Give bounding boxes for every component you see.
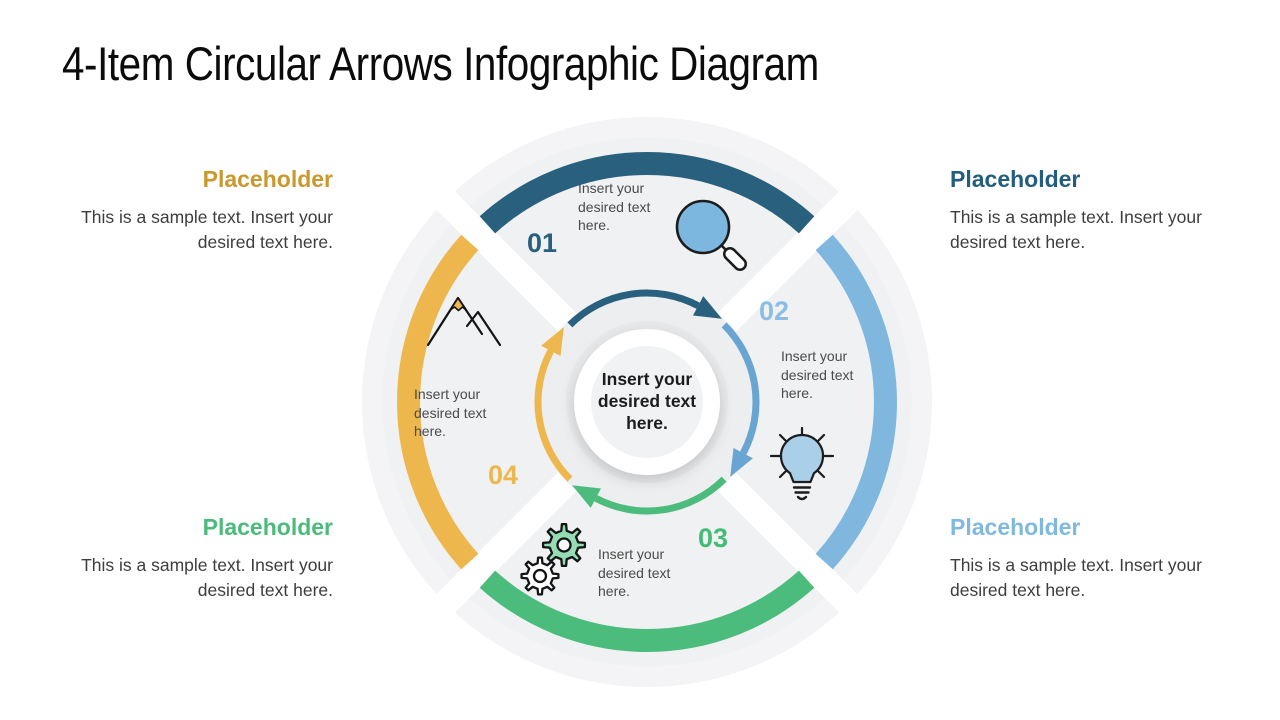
diagram-graphic xyxy=(362,117,932,687)
placeholder-bottom-right: Placeholder This is a sample text. Inser… xyxy=(950,513,1222,602)
center-inner-disc xyxy=(591,346,703,458)
placeholder-bottom-left: Placeholder This is a sample text. Inser… xyxy=(61,513,333,602)
placeholder-top-left: Placeholder This is a sample text. Inser… xyxy=(61,165,333,254)
placeholder-body: This is a sample text. Insert your desir… xyxy=(81,555,333,600)
placeholder-body: This is a sample text. Insert your desir… xyxy=(950,207,1202,252)
placeholder-top-right: Placeholder This is a sample text. Inser… xyxy=(950,165,1222,254)
placeholder-heading: Placeholder xyxy=(202,166,333,192)
circular-diagram xyxy=(358,112,936,690)
placeholder-heading: Placeholder xyxy=(950,166,1081,192)
placeholder-body: This is a sample text. Insert your desir… xyxy=(950,555,1202,600)
page-title: 4-Item Circular Arrows Infographic Diagr… xyxy=(62,37,819,90)
gears-icon xyxy=(518,518,602,609)
mountain-icon xyxy=(420,288,506,355)
lightbulb-icon xyxy=(768,426,840,519)
placeholder-heading: Placeholder xyxy=(950,514,1081,540)
placeholder-heading: Placeholder xyxy=(202,514,333,540)
placeholder-body: This is a sample text. Insert your desir… xyxy=(81,207,333,252)
magnifier-icon xyxy=(672,194,752,279)
